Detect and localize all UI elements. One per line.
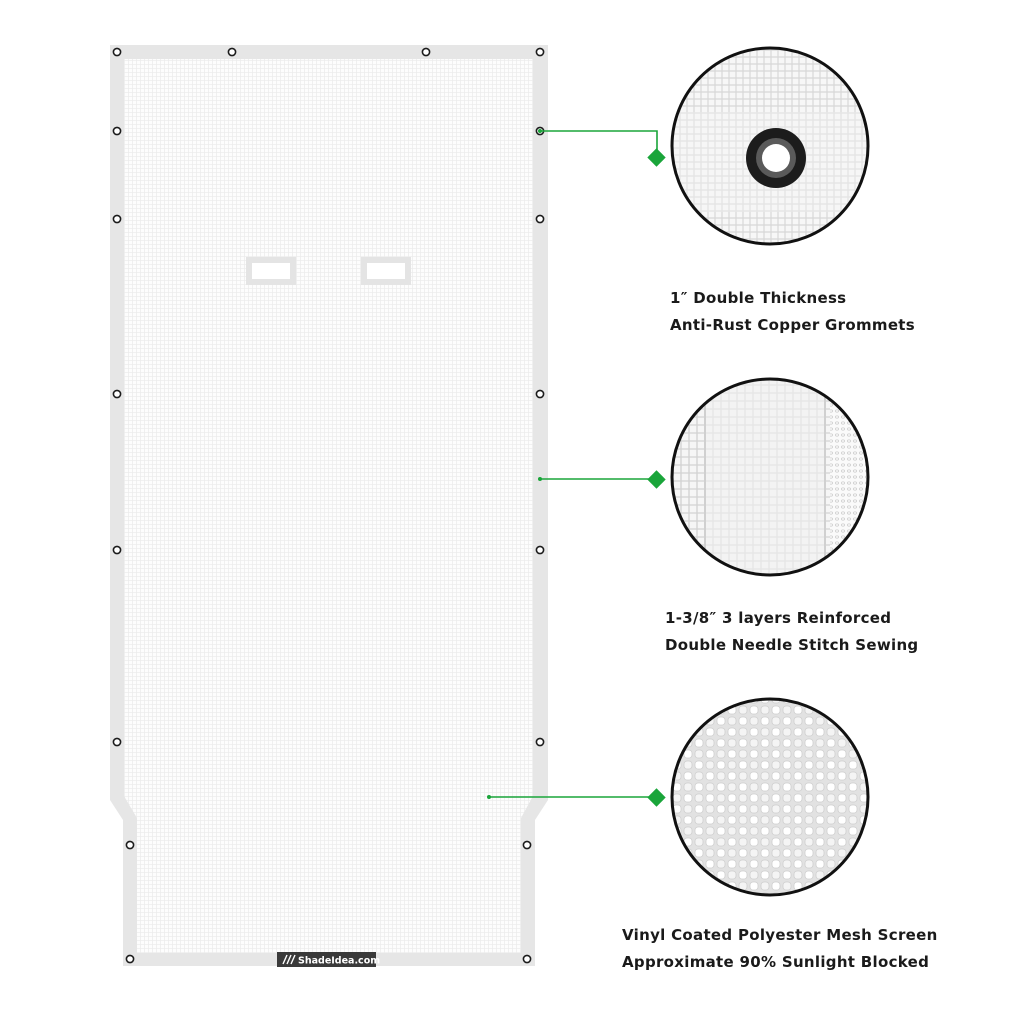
grommet-icon (535, 214, 545, 224)
caption-stitching-line1: 1-3/8″ 3 layers Reinforced (665, 609, 892, 627)
grommet-icon (535, 545, 545, 555)
grommet-icon (112, 389, 122, 399)
callout-anchor-dots (487, 129, 542, 799)
brand-logo: ShadeIdea.com (277, 952, 380, 967)
grommet-icon (522, 840, 532, 850)
grommet-icon (421, 47, 431, 57)
caption-grommets-line1: 1″ Double Thickness (670, 289, 847, 307)
diamond-marker-mesh (647, 788, 666, 807)
grommet-icon (535, 737, 545, 747)
grommet-icon (112, 126, 122, 136)
grommet-icon (112, 47, 122, 57)
diamond-marker-grommets (647, 148, 666, 167)
logo-text: ShadeIdea.com (298, 956, 380, 967)
zoom-detail-grommet (670, 46, 870, 246)
zipper-window-left-inner (252, 263, 290, 279)
zoom-detail-mesh (670, 697, 870, 897)
logo-mark-icon (282, 954, 296, 965)
anchor-dot-mesh (487, 795, 491, 799)
callout-caption-stitching: 1-3/8″ 3 layers Reinforced Double Needle… (665, 605, 918, 659)
grommet-icon (535, 47, 545, 57)
connector-grommets (540, 130, 658, 158)
anchor-dot-grommets (538, 129, 542, 133)
screen-panel-mesh (124, 59, 533, 953)
callout-caption-grommets: 1″ Double Thickness Anti-Rust Copper Gro… (670, 285, 915, 339)
caption-mesh-line1: Vinyl Coated Polyester Mesh Screen (622, 926, 938, 944)
callout-caption-mesh: Vinyl Coated Polyester Mesh Screen Appro… (622, 922, 938, 976)
diamond-marker-stitching (647, 470, 666, 489)
callout-diamonds (647, 148, 666, 807)
grommet-icon (522, 954, 532, 964)
zipper-window-right-inner (367, 263, 405, 279)
grommet-icon (227, 47, 237, 57)
grommet-icon (112, 737, 122, 747)
caption-mesh-line2: Approximate 90% Sunlight Blocked (622, 953, 930, 971)
caption-stitching-line2: Double Needle Stitch Sewing (665, 636, 919, 654)
grommet-icon (112, 545, 122, 555)
grommet-icon (112, 214, 122, 224)
grommet-icon (125, 840, 135, 850)
zoom-detail-stitching (670, 377, 870, 577)
anchor-dot-stitching (538, 477, 542, 481)
caption-grommets-line2: Anti-Rust Copper Grommets (670, 316, 916, 334)
grommet-icon (535, 389, 545, 399)
grommet-icon (125, 954, 135, 964)
